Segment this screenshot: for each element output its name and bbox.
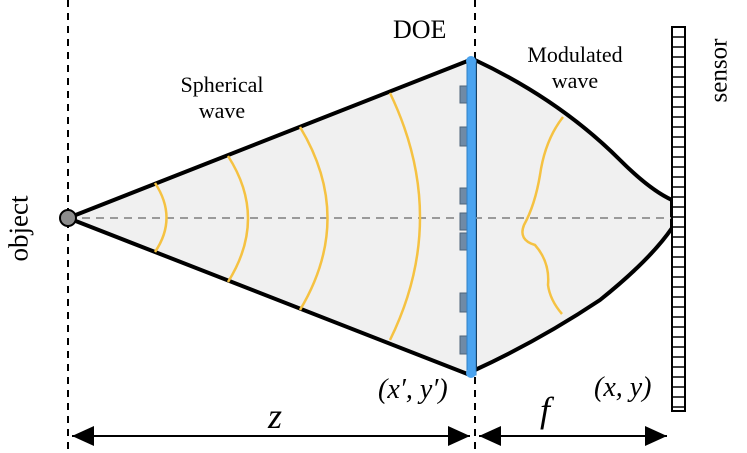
spherical-wave-label-line2: wave [198, 98, 246, 124]
f-distance-label: f [540, 390, 551, 430]
doe-bottom-cap [466, 368, 476, 378]
object-point [59, 209, 77, 227]
sensor-coordinates-label: (x, y) [594, 372, 652, 403]
spherical-wave-label: Spherical wave [166, 72, 278, 125]
modulated-wavefront [521, 116, 564, 315]
wavefront-2 [226, 155, 250, 283]
wavefront-1 [153, 182, 168, 253]
modulated-wave-label-line2: wave [551, 68, 599, 94]
sensor-label: sensor [705, 38, 733, 103]
modulated-wave-label-line1: Modulated [527, 42, 623, 67]
wavefront-3 [298, 126, 329, 311]
modulated-wave-region [473, 58, 674, 372]
spherical-wave-label-line1: Spherical [180, 72, 264, 97]
object-label: object [3, 195, 34, 262]
doe-label: DOE [393, 15, 447, 44]
sensor-strip [671, 26, 686, 412]
modulated-wave-label: Modulated wave [508, 42, 642, 95]
doe-element [466, 59, 477, 376]
doe-coordinates-label: (x′, y′) [378, 374, 448, 405]
wavefront-4 [388, 92, 422, 341]
z-distance-label: z [268, 396, 283, 436]
doe-top-cap [466, 56, 476, 66]
